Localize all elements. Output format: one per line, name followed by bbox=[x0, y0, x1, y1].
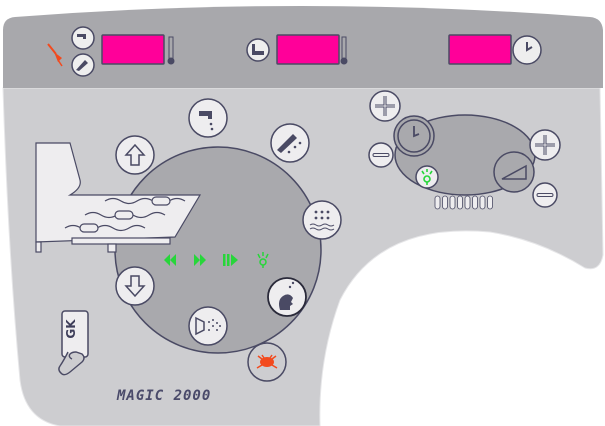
intensity-plus-button[interactable] bbox=[529, 129, 561, 161]
display-temperature-1 bbox=[101, 34, 165, 65]
shower-icon[interactable] bbox=[71, 53, 95, 77]
disinfect-bug-button[interactable] bbox=[247, 342, 287, 382]
led-bar bbox=[434, 195, 493, 210]
fast-forward-icon[interactable] bbox=[194, 254, 206, 266]
display-timer bbox=[448, 34, 512, 65]
arrow-up-button[interactable] bbox=[115, 135, 155, 175]
gk-card-icon[interactable] bbox=[58, 310, 89, 376]
timer-plus-button[interactable] bbox=[369, 90, 401, 122]
led-indicator bbox=[457, 195, 463, 210]
head-spray-button[interactable] bbox=[267, 277, 307, 317]
light-button[interactable] bbox=[415, 165, 439, 189]
led-indicator bbox=[434, 195, 441, 210]
led-indicator bbox=[487, 195, 493, 210]
model-name: MAGIC 2000 bbox=[117, 388, 212, 404]
clock-icon[interactable] bbox=[512, 35, 542, 65]
plug-icon bbox=[47, 43, 63, 67]
machine-illustration bbox=[35, 142, 202, 253]
led-indicator bbox=[472, 195, 478, 210]
led-indicator bbox=[479, 195, 486, 210]
timer-clock-button[interactable] bbox=[393, 115, 435, 157]
led-indicator bbox=[449, 195, 456, 210]
light-icon[interactable] bbox=[257, 252, 269, 268]
play-step-icon[interactable] bbox=[223, 254, 238, 266]
rewind-icon[interactable] bbox=[164, 254, 176, 266]
led-indicator bbox=[442, 195, 448, 210]
shower-button[interactable] bbox=[270, 123, 310, 163]
timer-minus-button[interactable] bbox=[368, 142, 394, 168]
display-temperature-2 bbox=[276, 34, 340, 65]
tap-button[interactable] bbox=[188, 98, 228, 138]
hand-icon bbox=[58, 351, 85, 376]
arrow-down-button[interactable] bbox=[115, 266, 155, 306]
intensity-minus-button[interactable] bbox=[532, 182, 558, 208]
thermometer-icon bbox=[340, 36, 348, 65]
bathtub-icon[interactable] bbox=[246, 38, 270, 62]
tap-icon[interactable] bbox=[71, 26, 95, 50]
led-indicator bbox=[464, 195, 471, 210]
thermometer-icon bbox=[167, 36, 175, 65]
rain-bath-button[interactable] bbox=[302, 200, 342, 240]
intensity-button[interactable] bbox=[493, 151, 535, 193]
gk-card-label: GK bbox=[64, 319, 78, 339]
spray-nozzle-button[interactable] bbox=[188, 306, 228, 346]
